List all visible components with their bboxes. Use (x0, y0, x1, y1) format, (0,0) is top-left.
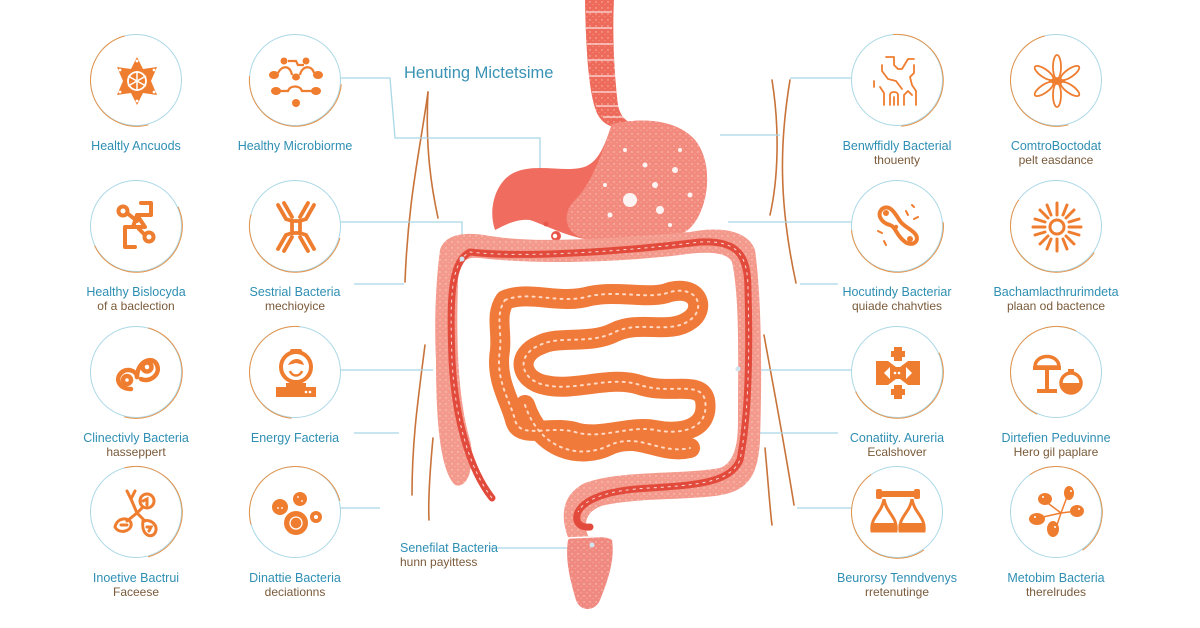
body-outline (404, 79, 797, 526)
node-subtitle: plaan od bactence (1006, 299, 1106, 313)
x-molecule-icon (276, 201, 316, 253)
node-circle (851, 34, 943, 126)
node-subtitle: quiade chahvties (851, 299, 943, 313)
node-circle (851, 326, 943, 418)
flower-icon (1033, 54, 1081, 108)
node-hocutindy-bacteriar: Hocutindy Bacteriar quiade chahvties (817, 180, 977, 313)
node-title: Dinattie Bacteria (249, 571, 341, 585)
node-title: Bachamlacthrurimdeta (993, 285, 1119, 299)
rectum-label: Senefilat Bacteria hunn payittess (400, 541, 498, 569)
rod-bacterium-icon (877, 204, 919, 246)
node-healtly-ancuods: Healtly Ancuods (56, 34, 216, 153)
branching-cells-icon (113, 489, 158, 538)
node-circle (90, 180, 182, 272)
node-title: ComtroBoctodat (1010, 139, 1102, 153)
node-circle (249, 180, 341, 272)
esophagus (585, 0, 640, 130)
cross-network-icon (876, 347, 920, 399)
node-title: Inoetive Bactrui (92, 571, 180, 585)
node-sestrial-bacteria: Sestrial Bacteria mechioyice (215, 180, 375, 313)
chain-molecule-icon (116, 201, 156, 249)
node-conatiity-aureria: Conatiity. Aureria Ecalshover (817, 326, 977, 459)
node-subtitle: therelrudes (1025, 585, 1087, 599)
node-circle (1010, 466, 1102, 558)
node-title: Sestrial Bacteria (249, 285, 341, 299)
rectum-label-title: Senefilat Bacteria (400, 541, 498, 555)
star-cell-icon (117, 57, 157, 105)
stomach (492, 120, 708, 244)
node-circle (90, 466, 182, 558)
rectum-label-subtitle: hunn payittess (400, 555, 478, 569)
node-circle (1010, 34, 1102, 126)
sunburst-icon (1031, 201, 1083, 253)
node-beurorsy-tenndvenys: Beurorsy Tenndvenys rretenutinge (817, 466, 977, 599)
microbe-chain-icon (269, 57, 323, 107)
rectum (566, 535, 614, 609)
node-subtitle: deciationns (264, 585, 326, 599)
node-healthy-microbiorme: Healthy Microbiorme (215, 34, 375, 153)
node-benwffidly-bacterial: Benwffidly Bacterial thouenty (817, 34, 977, 167)
node-subtitle: of a baclection (97, 299, 175, 313)
node-title: Healthy Microbiorme (237, 139, 353, 153)
node-title: Conatiity. Aureria (849, 431, 945, 445)
node-subtitle: mechioyice (264, 299, 326, 313)
cell-cluster-icon (272, 492, 322, 535)
node-comtrobocthodat: ComtroBoctodat pelt easdance (976, 34, 1136, 167)
node-title: Clinectivly Bacteria (83, 431, 189, 445)
node-circle (249, 326, 341, 418)
large-intestine (435, 229, 762, 542)
node-subtitle: Faceese (112, 585, 160, 599)
circuit-lines-icon (873, 56, 917, 106)
node-bachamlacthrurimdeta: Bachamlacthrurimdeta plaan od bactence (976, 180, 1136, 313)
flask-lamp-icon (1033, 354, 1083, 395)
node-subtitle: hasseppert (106, 445, 166, 459)
node-circle (851, 180, 943, 272)
node-title: Beurorsy Tenndvenys (837, 571, 957, 585)
node-clinectivly-bacteria: Clinectivly Bacteria hasseppert (56, 326, 216, 459)
node-circle (90, 34, 182, 126)
node-healthy-bislocyda: Healthy Bislocyda of a baclection (56, 180, 216, 313)
node-title: Energy Facteria (250, 431, 340, 445)
small-intestine (489, 280, 716, 462)
node-subtitle: Ecalshover (867, 445, 927, 459)
node-title: Hocutindy Bacteriar (842, 285, 952, 299)
node-inoetive-bactrui: Inoetive Bactrui Faceese (56, 466, 216, 599)
balance-scale-icon (870, 489, 926, 533)
spore-cluster-icon (1029, 486, 1084, 537)
node-circle (1010, 180, 1102, 272)
node-subtitle: pelt easdance (1018, 153, 1094, 167)
node-subtitle: Hero gil paplare (1013, 445, 1099, 459)
node-circle (249, 34, 341, 126)
node-title: Dirtefien Peduvinne (1001, 431, 1111, 445)
node-circle (851, 466, 943, 558)
lab-device-icon (276, 349, 316, 397)
node-dinattie-bacteria: Dinattie Bacteria deciationns (215, 466, 375, 599)
diagram-title: Henuting Mictetsime (404, 64, 554, 82)
node-title: Healtly Ancuods (91, 139, 181, 153)
node-circle (1010, 326, 1102, 418)
node-title: Benwffidly Bacterial (842, 139, 952, 153)
linked-rings-icon (116, 357, 161, 392)
node-subtitle: rretenutinge (864, 585, 930, 599)
node-subtitle: thouenty (873, 153, 921, 167)
node-dirtefien-peduvinne: Dirtefien Peduvinne Hero gil paplare (976, 326, 1136, 459)
node-title: Healthy Bislocyda (86, 285, 186, 299)
node-circle (249, 466, 341, 558)
node-energy-facteria: Energy Facteria (215, 326, 375, 445)
node-circle (90, 326, 182, 418)
node-title: Metobim Bacteria (1007, 571, 1105, 585)
node-metobim-bacteria: Metobim Bacteria therelrudes (976, 466, 1136, 599)
